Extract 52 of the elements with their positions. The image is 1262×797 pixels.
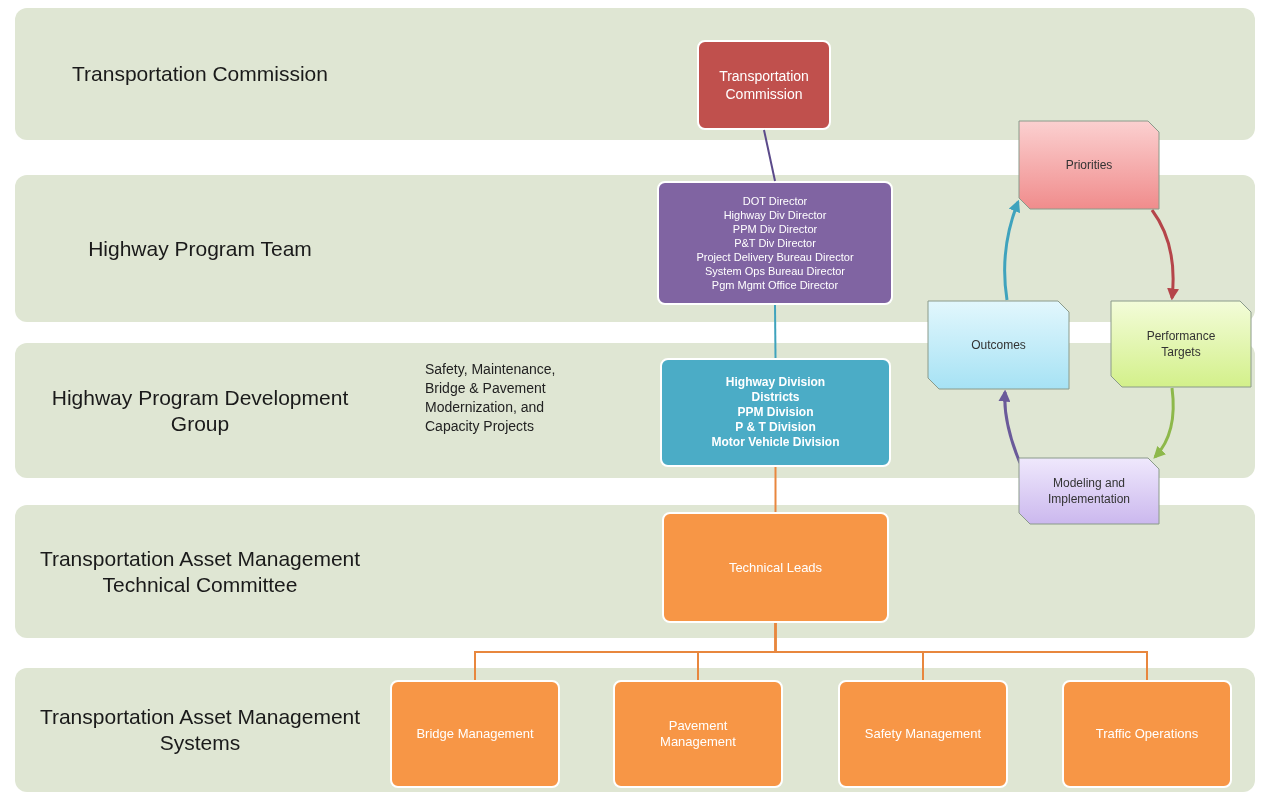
cycle-arrow	[1003, 199, 1021, 301]
step-label: Modeling and Implementation	[1046, 475, 1131, 507]
org-box	[697, 40, 831, 130]
step-label: Performance Targets	[1145, 328, 1217, 360]
box-text: PPM Division	[737, 405, 814, 420]
org-box	[838, 680, 1008, 788]
connector-line	[774, 622, 1148, 681]
level-band	[15, 175, 1255, 322]
step-label: Priorities	[1065, 157, 1113, 173]
box-text: DOT Director	[742, 194, 808, 208]
connector-line	[763, 129, 776, 182]
box-text: Technical Leads	[727, 559, 824, 576]
box-text: Motor Vehicle Division	[711, 435, 840, 450]
cycle-step-box	[1018, 120, 1160, 210]
level-band	[15, 668, 1255, 792]
box-text: Project Delivery Bureau Director	[696, 250, 854, 264]
level-heading: Highway Program Team	[87, 235, 313, 262]
box-text: Transportation Commission	[718, 67, 810, 103]
box-text: Highway Div Director	[723, 208, 827, 222]
cycle-step-box	[1110, 300, 1252, 388]
box-text: P&T Div Director	[734, 236, 816, 250]
org-box	[660, 358, 891, 467]
box-text: Traffic Operations	[1094, 726, 1200, 742]
box-text: Bridge Management	[415, 726, 535, 742]
level-heading: Highway Program Development Group	[50, 384, 350, 437]
note-text: Safety, Maintenance, Bridge & Pavement Modernization, and Capacity Projects	[425, 360, 557, 436]
org-box	[390, 680, 560, 788]
cycle-step-box	[927, 300, 1070, 390]
level-band	[15, 505, 1255, 638]
box-text: Districts	[751, 390, 800, 405]
cycle-arrow	[1150, 209, 1179, 301]
cycle-arrow	[1153, 387, 1175, 459]
box-text: Pavement Management	[659, 718, 737, 750]
cycle-step-box	[1018, 457, 1160, 525]
box-text: PPM Div Director	[732, 222, 818, 236]
level-band	[15, 8, 1255, 140]
box-text: P & T Division	[735, 420, 816, 435]
box-text: System Ops Bureau Director	[705, 264, 845, 278]
level-heading: Transportation Commission	[71, 61, 329, 87]
org-box	[1062, 680, 1232, 788]
box-text: Highway Division	[725, 375, 826, 390]
cycle-arrow	[998, 389, 1022, 464]
org-box	[662, 512, 889, 623]
org-box	[657, 181, 893, 305]
connector-line	[774, 304, 777, 359]
step-label: Outcomes	[971, 337, 1026, 353]
org-box	[613, 680, 783, 788]
level-heading: Transportation Asset Management Technical Committee	[38, 545, 362, 598]
level-heading: Transportation Asset Management Systems	[38, 704, 362, 756]
connector-line	[774, 466, 777, 513]
box-text: Pgm Mgmt Office Director	[711, 278, 839, 292]
box-text: Safety Management	[863, 726, 983, 742]
